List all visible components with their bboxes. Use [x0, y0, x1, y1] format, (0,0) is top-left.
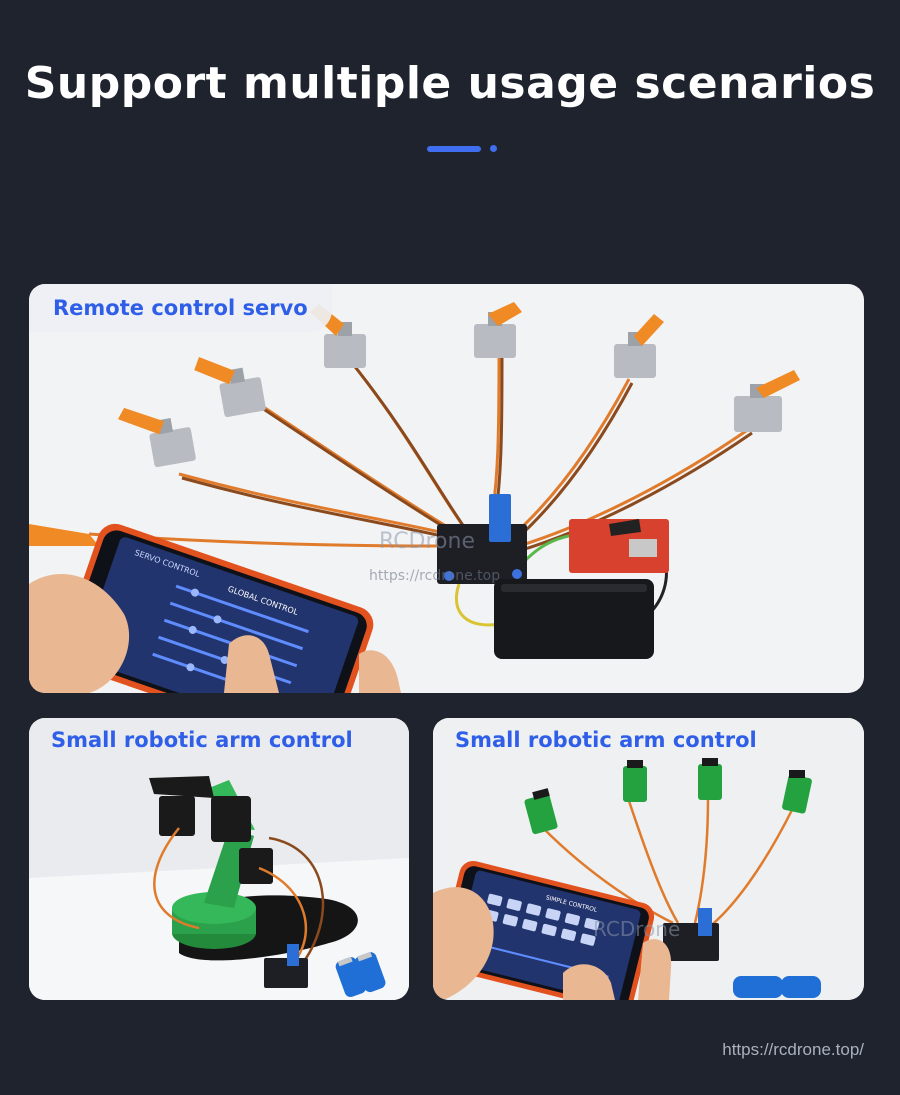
hand-right	[224, 635, 279, 693]
watermark-brand-2: RCDrone	[593, 917, 680, 941]
app-hand-right	[563, 964, 615, 1000]
card-label-remote-servo: Remote control servo	[29, 284, 332, 332]
smartphone: SERVO CONTROL GLOBAL CONTROL	[60, 523, 374, 693]
page-title: Support multiple usage scenarios	[24, 58, 876, 109]
arm-control-board	[264, 958, 308, 988]
power-board	[569, 519, 669, 573]
arm-app-illustration: SIMPLE CONTROL RCDrone	[433, 718, 864, 1000]
bluetooth-module	[489, 494, 511, 542]
watermark-url: https://rcdrone.top	[369, 568, 500, 584]
scenario-card-arm-app: SIMPLE CONTROL RCDrone Small robotic arm…	[433, 718, 864, 1000]
remote-servo-illustration: SERVO CONTROL GLOBAL CONTROL RCDrone htt…	[29, 302, 800, 693]
app-batteries	[733, 976, 821, 998]
app-hand-left	[433, 887, 494, 1000]
footer-url: https://rcdrone.top/	[722, 1040, 864, 1059]
arm-batteries	[335, 951, 386, 998]
battery-box	[494, 579, 654, 659]
robotic-arm-illustration	[29, 718, 409, 1000]
scenario-card-robotic-arm: Small robotic arm control	[29, 718, 409, 1000]
card-label-robotic-arm-1: Small robotic arm control	[51, 728, 353, 752]
accent-bar	[427, 146, 481, 152]
scenario-card-remote-servo: SERVO CONTROL GLOBAL CONTROL RCDrone htt…	[29, 284, 864, 693]
watermark-brand: RCDrone	[379, 529, 475, 554]
accent-dot	[490, 145, 497, 152]
card-label-robotic-arm-2: Small robotic arm control	[455, 728, 757, 752]
hand-left	[29, 574, 130, 693]
green-servo-group	[524, 758, 812, 835]
